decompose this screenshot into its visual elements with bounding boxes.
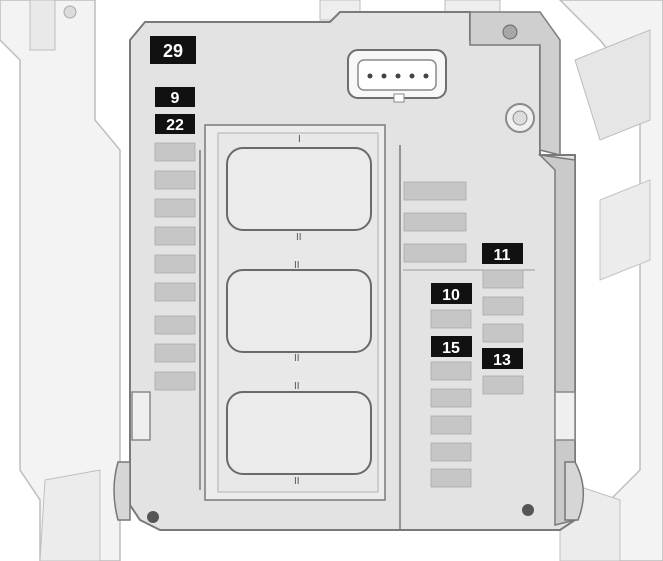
- label-29: 29: [150, 36, 196, 64]
- right-fuse-column: [482, 269, 524, 395]
- svg-text:29: 29: [163, 41, 183, 61]
- label-11: 11: [482, 243, 523, 264]
- label-15: 15: [431, 336, 472, 357]
- svg-text:15: 15: [442, 340, 460, 357]
- fuse-slot: [154, 343, 196, 363]
- fuse-slot: [154, 315, 196, 335]
- fuse-slot: [482, 323, 524, 343]
- svg-text:II: II: [294, 353, 300, 364]
- fuse-slot: [430, 468, 472, 488]
- svg-text:9: 9: [171, 90, 180, 107]
- fuse-slot: [482, 296, 524, 316]
- svg-text:10: 10: [442, 287, 460, 304]
- label-13: 13: [482, 348, 523, 369]
- svg-text:II: II: [296, 232, 302, 243]
- fuse-slot: [154, 226, 196, 246]
- fuse-slot: [154, 142, 196, 162]
- label-22: 22: [155, 114, 195, 134]
- fuse-labels: 29 9 22 11 10 15 13: [150, 36, 523, 369]
- relay-1: I II: [226, 134, 372, 243]
- center-top-fuse-slots: [403, 181, 467, 263]
- svg-text:II: II: [294, 476, 300, 487]
- label-10: 10: [431, 283, 472, 304]
- center-fuse-column: [430, 309, 472, 488]
- fuse-slot: [154, 282, 196, 302]
- svg-text:13: 13: [493, 352, 511, 369]
- fuse-slot: [430, 361, 472, 381]
- svg-text:II: II: [294, 260, 300, 271]
- fuse-slot: [154, 170, 196, 190]
- connector-plug: [347, 49, 447, 103]
- svg-text:11: 11: [494, 247, 511, 264]
- fuse-slot: [430, 442, 472, 462]
- relay-panel: I II II II II II: [199, 124, 535, 530]
- fuse-slot: [154, 198, 196, 218]
- fuse-slot: [403, 243, 467, 263]
- left-fuse-column: [154, 142, 196, 391]
- label-9: 9: [155, 87, 195, 107]
- fuse-slot: [430, 415, 472, 435]
- fuse-slot: [430, 309, 472, 329]
- relay-2: II II: [226, 260, 372, 364]
- svg-text:I: I: [298, 134, 301, 145]
- fuse-slot: [430, 388, 472, 408]
- fuse-slot: [403, 181, 467, 201]
- svg-text:22: 22: [166, 117, 184, 134]
- fuse-slot: [403, 212, 467, 232]
- svg-text:II: II: [294, 381, 300, 392]
- fuse-slot: [482, 269, 524, 289]
- fuse-slot: [482, 375, 524, 395]
- fuse-slot: [154, 254, 196, 274]
- relay-3: II II: [226, 381, 372, 487]
- fuse-slot: [154, 371, 196, 391]
